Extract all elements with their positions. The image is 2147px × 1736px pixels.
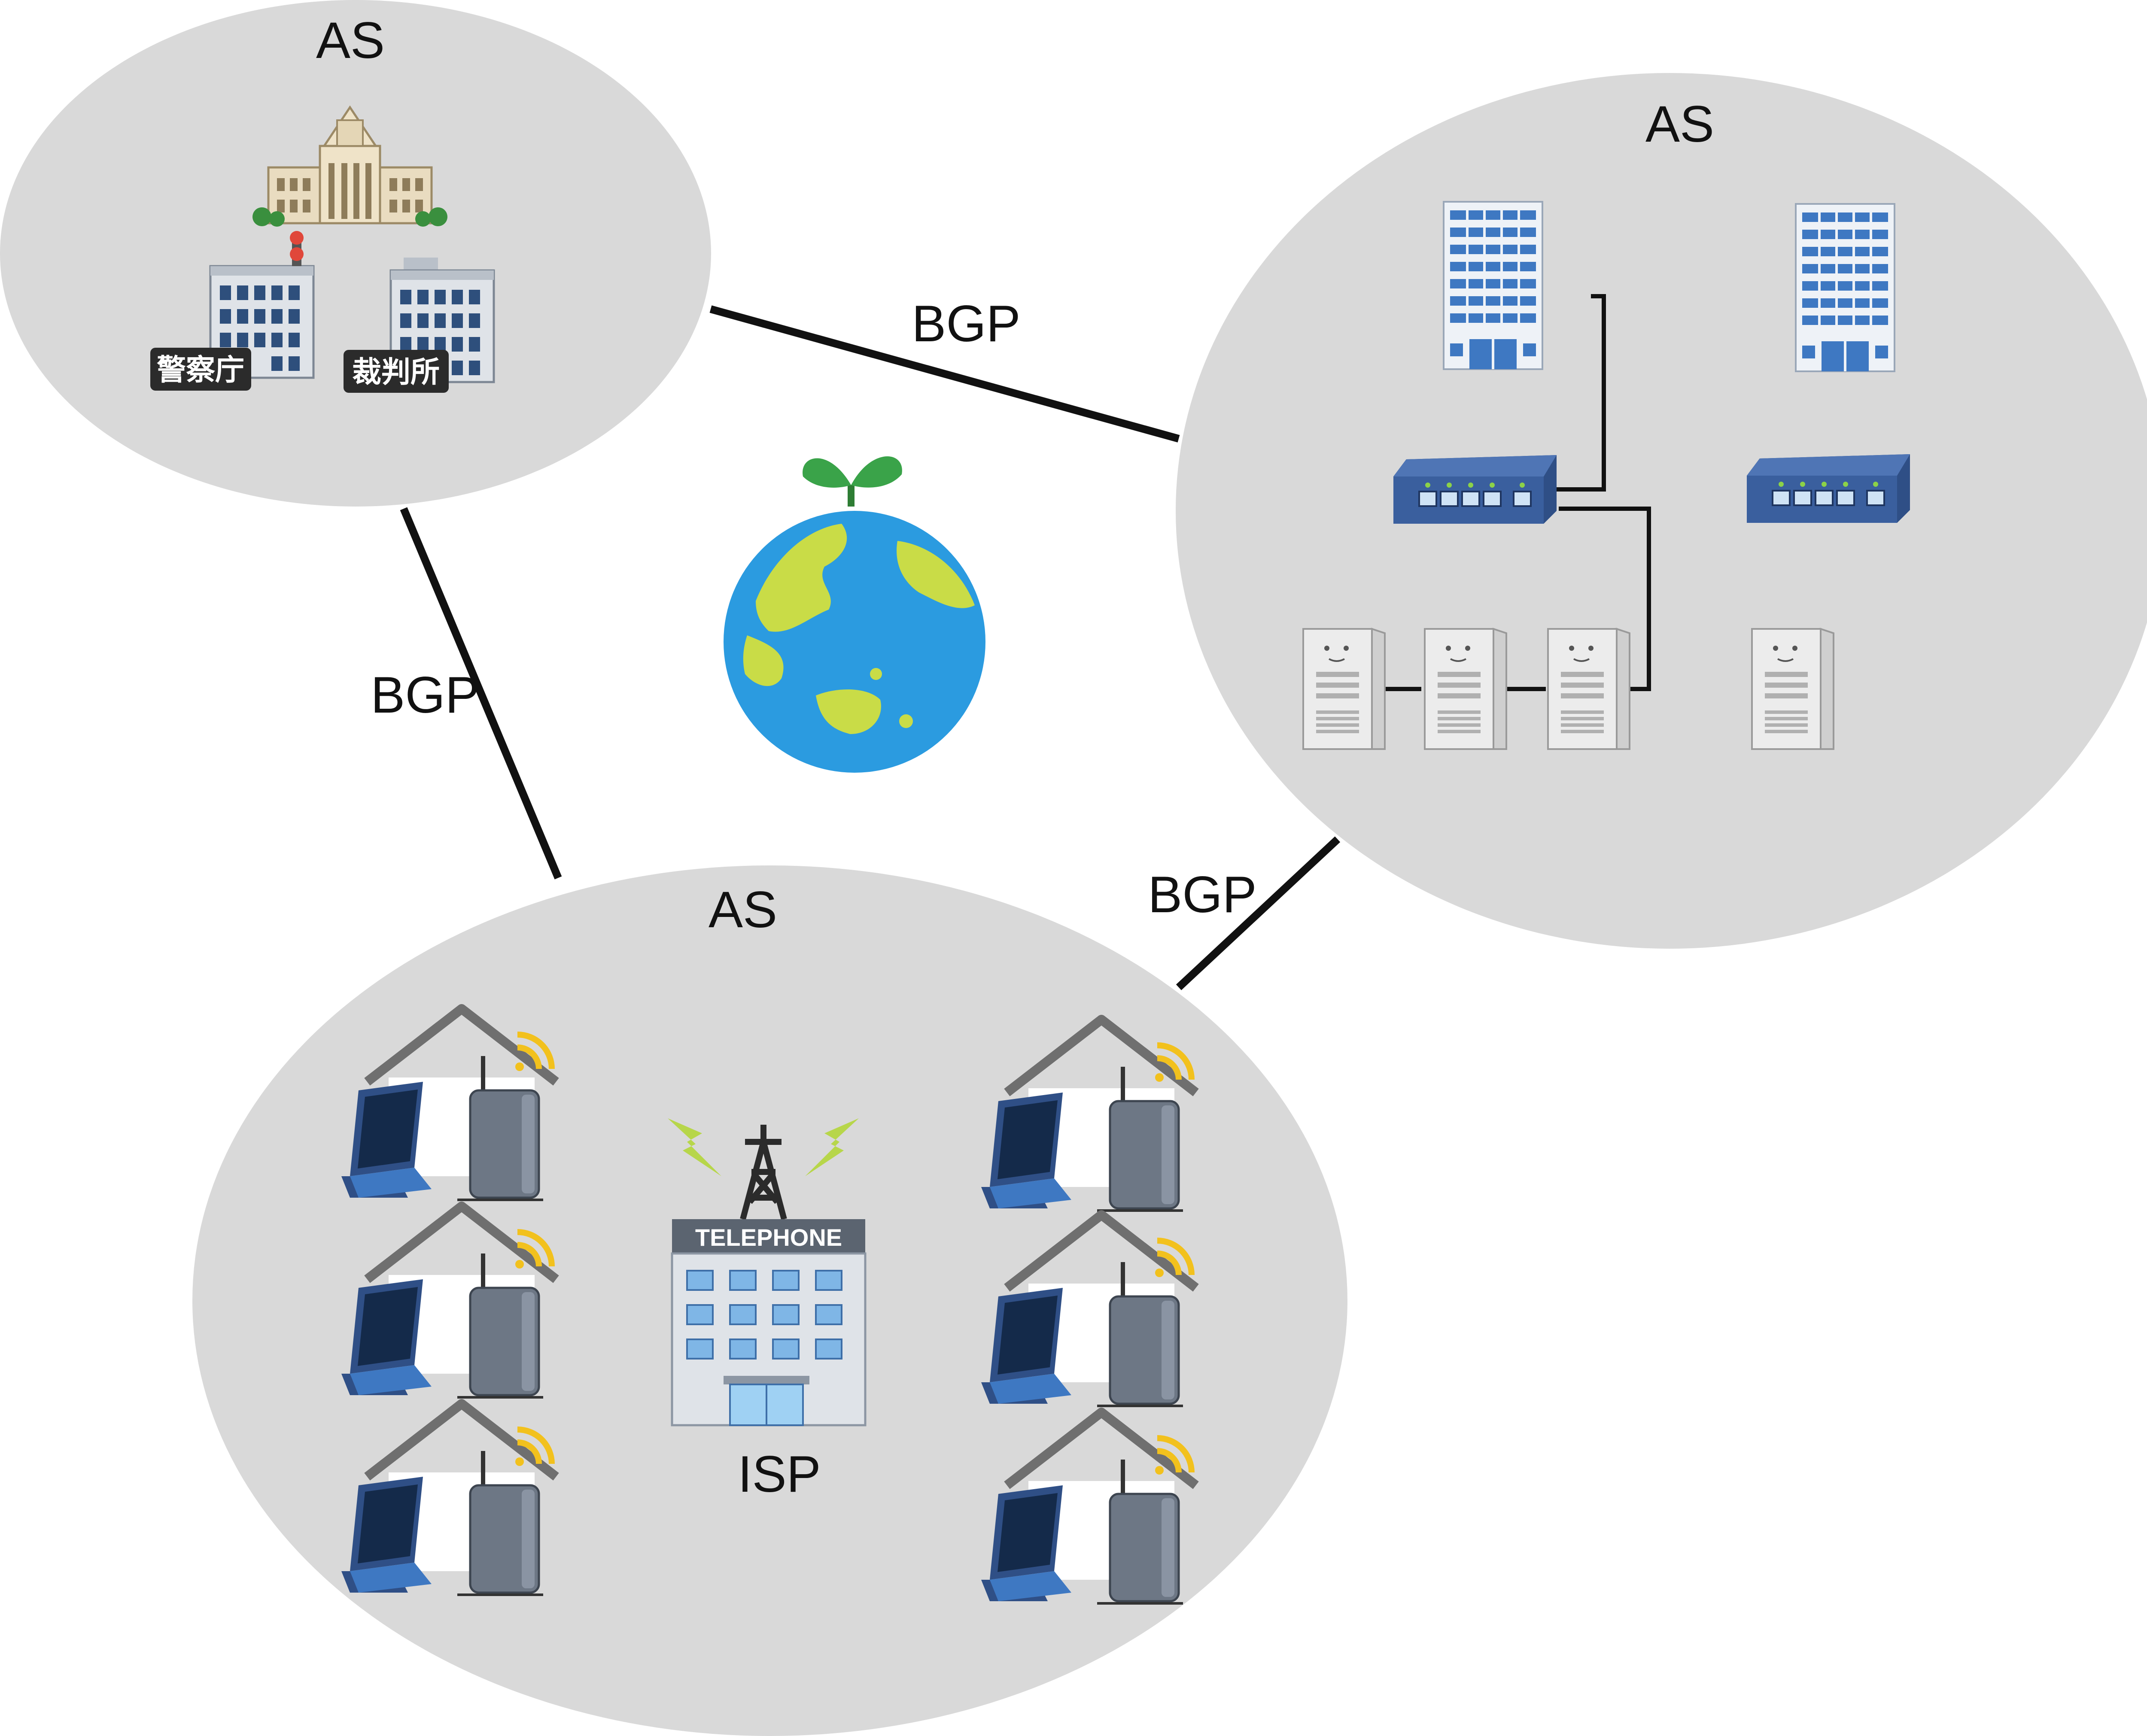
as-label: AS xyxy=(1645,95,1714,153)
as-label: AS xyxy=(709,881,777,938)
office-building-icon xyxy=(1444,202,1542,369)
as-region-government xyxy=(0,0,711,507)
police-building-icon xyxy=(210,231,313,378)
earth-globe-icon xyxy=(724,456,985,773)
telephone-company-icon: TELEPHONE xyxy=(668,1118,867,1426)
telephone-sign-text: TELEPHONE xyxy=(695,1224,842,1251)
server-icon xyxy=(1302,628,1386,750)
internal-cable xyxy=(1559,507,1651,691)
network-switch-icon xyxy=(1746,453,1911,524)
police-sign: 警察庁 xyxy=(150,348,251,391)
network-switch-icon xyxy=(1393,454,1557,525)
bgp-label: BGP xyxy=(1148,866,1256,923)
office-building-icon xyxy=(1796,204,1895,371)
bgp-link-line xyxy=(709,305,1180,443)
bgp-link-line xyxy=(1176,836,1341,990)
server-icon xyxy=(1424,628,1507,750)
court-sign: 裁判所 xyxy=(344,350,449,393)
server-icon xyxy=(1751,628,1834,750)
as-region-datacenter xyxy=(1176,73,2147,949)
bgp-label: BGP xyxy=(912,295,1020,352)
internal-cable xyxy=(1554,294,1606,492)
bgp-link-line xyxy=(400,507,562,880)
police-sign-text: 警察庁 xyxy=(157,354,244,386)
court-sign-text: 裁判所 xyxy=(352,356,440,388)
bgp-label: BGP xyxy=(371,666,479,724)
as-label: AS xyxy=(316,12,385,69)
court-building-icon xyxy=(391,258,494,382)
isp-label: ISP xyxy=(738,1445,821,1503)
server-icon xyxy=(1547,628,1630,750)
